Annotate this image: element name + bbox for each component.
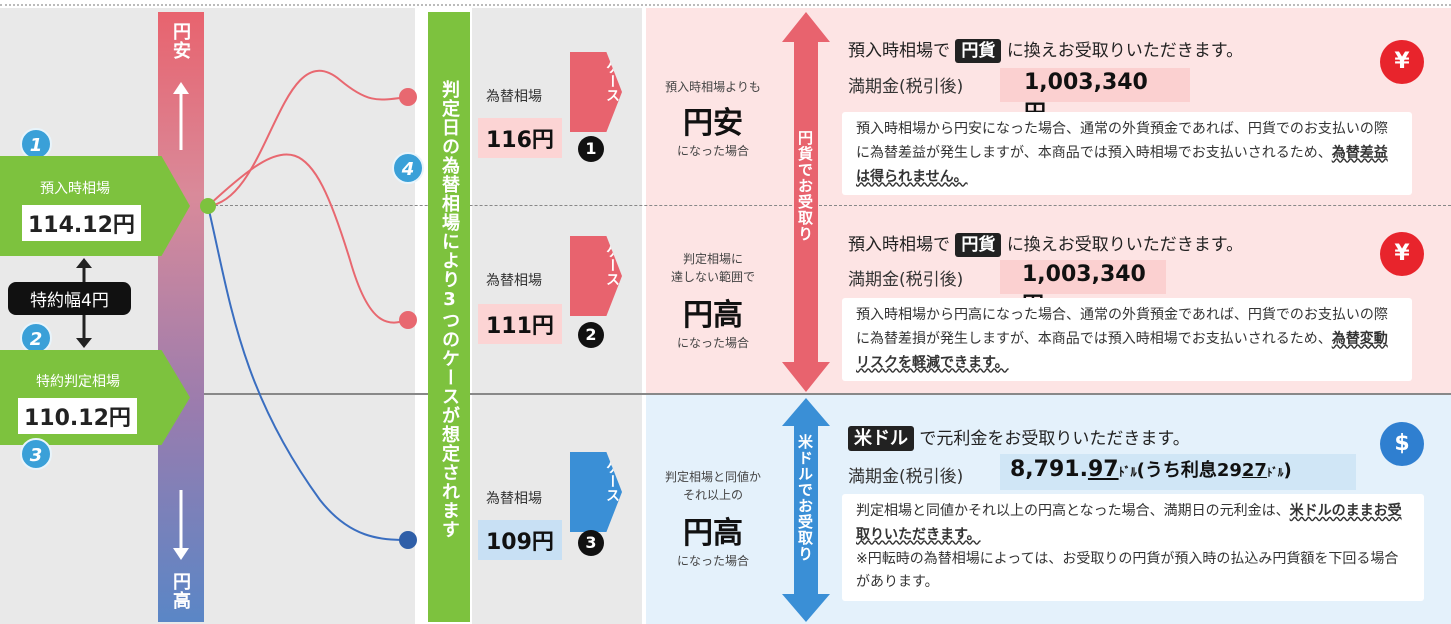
case-3-cond-top: 判定相場と同値か それ以上の [664,470,761,502]
case-1-cond-bottom: になった場合 [676,144,749,158]
deposit-rate-label: 預入時相場 [40,181,110,197]
result-1-amount-label: 満期金(税引後) [848,77,964,97]
result-1-note-text: 預入時相場から円安になった場合、通常の外貨預金であれば、円貨でのお支払いの際に為… [856,121,1388,161]
case-2-rate: 111円 [478,304,562,344]
result-3-line: 米ドル で元利金をお受取りいただきます。 [848,424,1190,451]
path-case-3 [207,205,409,541]
result-1-badge: 円貨 [955,39,1002,63]
result-3-amount: 8,791.97ﾄﾞﾙ(うち利息2927ﾄﾞﾙ) [1000,454,1356,490]
step-1-badge: 1 [20,128,52,160]
step-2-badge: 2 [20,322,52,354]
result-3-interest-cents: 27 [1241,460,1267,481]
case-3-cond-big: 円高 [683,516,743,551]
up-arrow-icon [172,82,190,152]
result-3-line-post: で元利金をお受取りいただきます。 [919,429,1190,449]
result-3-interest-unit: ﾄﾞﾙ [1266,466,1284,479]
result-3-amount-label: 満期金(税引後) [848,467,964,487]
path-case-2 [207,153,409,324]
result-2-line-pre: 預入時相場で [848,235,950,255]
left-panel [0,8,415,624]
case-1-cond-top: 預入時相場よりも [665,80,761,94]
result-3-amount-main: 8,791. [1010,457,1088,482]
case-2-rate-label: 為替相場 [486,273,542,289]
result-2-note-text: 預入時相場から円高になった場合、通常の外貨預金であれば、円貨でのお支払いの際に為… [856,307,1388,347]
case-2-cond-big: 円高 [683,298,743,333]
result-1-amount: 1,003,340円 [1000,68,1190,126]
result-2-note-bold: 為替変動リスクを軽減できます。 [856,330,1388,371]
result-3-note-bold: 米ドルのままお受取りいただきます。 [856,503,1402,543]
case-2-number: 2 [578,322,604,348]
result-3-amount-cents: 97 [1087,457,1119,482]
case-2-cond-bottom: になった場合 [676,336,749,350]
result-1-line-pre: 預入時相場で [848,41,950,61]
judge-rate-label: 特約判定相場 [36,374,120,390]
case-1-rate-label: 為替相場 [486,89,542,105]
result-3-note: 判定相場と同値かそれ以上の円高となった場合、満期日の元利金は、米ドルのままお受取… [842,494,1424,602]
result-2-line-post: に換えお受取りいただきます。 [1006,235,1244,255]
result-3-interest-post: ) [1283,460,1292,481]
result-1-line-post: に換えお受取りいただきます。 [1006,41,1244,61]
divider-solid [200,393,1451,395]
yen-icon: ¥ [1380,40,1424,84]
result-3-note-text: 判定相場と同値かそれ以上の円高となった場合、満期日の元利金は、 [856,503,1290,519]
yen-strong-label: 円高 [170,572,191,610]
judgement-bar [428,12,470,622]
rate-paths [200,69,417,549]
judgement-text: 判定日の為替相場により3つのケースが想定されます [439,80,460,539]
judge-rate-value: 110.12円 [18,398,137,434]
special-width-label: 特約幅4円 [8,282,131,315]
case-3-rate-label: 為替相場 [486,491,542,507]
case-1-rate: 116円 [478,118,562,158]
result-3-badge: 米ドル [848,426,914,451]
result-2-amount: 1,003,340円 [1000,260,1166,318]
jpy-receive-arrow [782,12,830,392]
path-case-1 [207,69,409,207]
usd-receive-label: 米ドルでお受取り [796,434,814,562]
case-2-cond-top: 判定相場に 達しない範囲で [670,252,755,284]
case-3-rate: 109円 [478,520,562,560]
divider-dashed [210,205,1451,206]
yen-weak-label: 円安 [170,22,191,60]
yen-icon-2: ¥ [1380,232,1424,276]
result-2-note: 預入時相場から円高になった場合、通常の外貨預金であれば、円貨でのお支払いの際に為… [842,298,1412,382]
result-3-interest-pre: (うち利息29 [1136,460,1242,481]
result-1-line: 預入時相場で 円貨 に換えお受取りいただきます。 [848,36,1244,63]
end-dot-case-2 [399,311,417,329]
case-1-number: 1 [578,136,604,162]
down-arrow-icon [172,490,190,560]
top-border [0,4,1451,6]
result-1-note: 預入時相場から円安になった場合、通常の外貨預金であれば、円貨でのお支払いの際に為… [842,112,1412,196]
end-dot-case-3 [399,531,417,549]
result-2-line: 預入時相場で 円貨 に換えお受取りいただきます。 [848,230,1244,257]
step-3-badge: 3 [20,438,52,470]
result-1-note-bold: 為替差益は得られません。 [856,144,1388,185]
case-3-number: 3 [578,530,604,556]
result-3-amount-unit: ﾄﾞﾙ [1118,465,1137,479]
dollar-icon: $ [1380,422,1424,466]
jpy-receive-label: 円貨でお受取り [796,130,814,242]
case-1-cond-big: 円安 [683,106,743,141]
step-4-badge: 4 [392,152,424,184]
case-3-cond-bottom: になった場合 [676,554,749,568]
result-2-badge: 円貨 [955,233,1002,257]
usd-receive-arrow [782,398,830,622]
start-dot [200,198,216,214]
end-dot-case-1 [399,88,417,106]
result-2-amount-label: 満期金(税引後) [848,270,964,290]
deposit-rate-value: 114.12円 [22,205,141,241]
result-3-note-2: ※円転時の為替相場によっては、お受取りの円貨が預入時の払込み円貨額を下回る場合が… [856,550,1399,591]
